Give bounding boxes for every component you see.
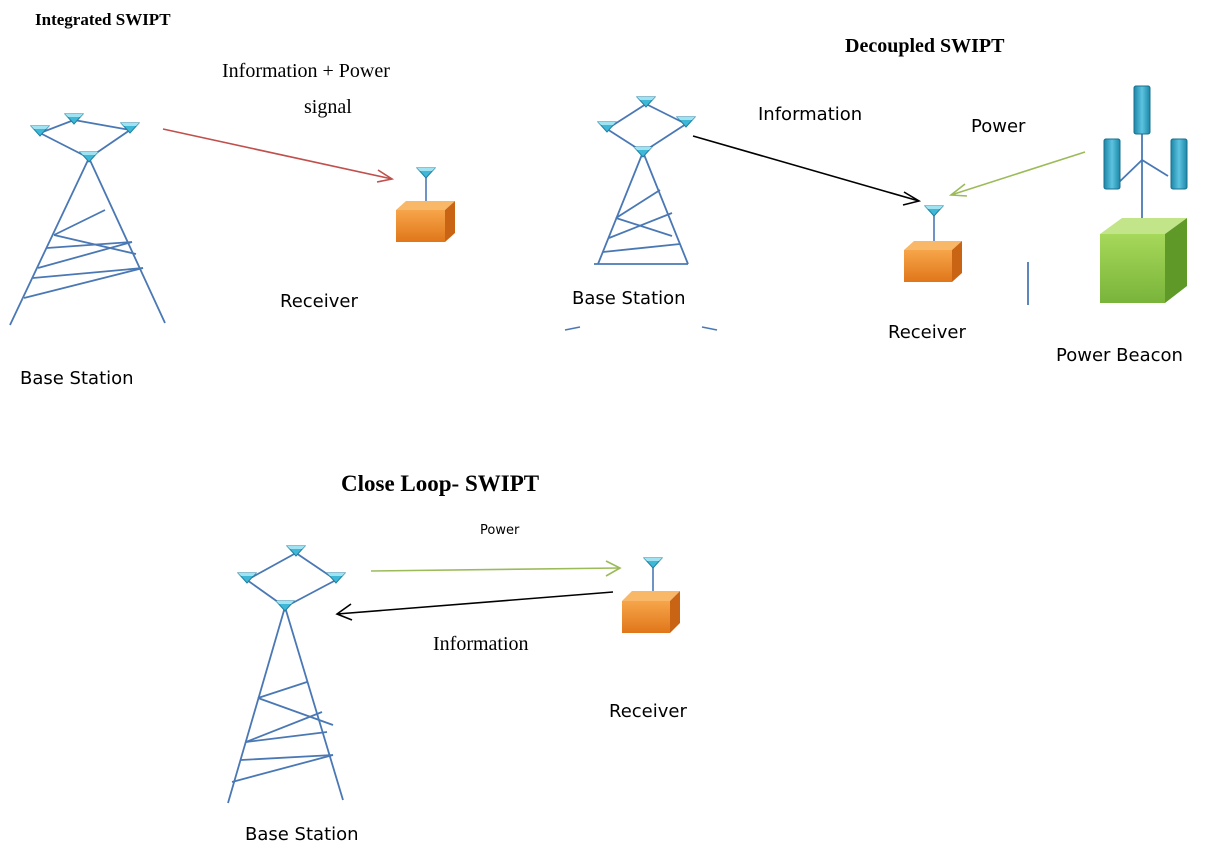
- receiver-box-icon: [904, 205, 962, 282]
- integrated-title: Integrated SWIPT: [35, 10, 171, 29]
- closed-loop-title: Close Loop- SWIPT: [341, 471, 539, 496]
- antenna-icon: [633, 146, 653, 158]
- power-arrow: [370, 560, 622, 577]
- tower-icon: [594, 96, 696, 265]
- information-arrow: [335, 591, 614, 621]
- antenna-icon: [275, 600, 295, 612]
- integrated-signal-label-line1: Information + Power: [222, 60, 390, 82]
- integrated-signal-label-line2: signal: [304, 96, 352, 118]
- integrated-base-station-label: Base Station: [20, 368, 134, 389]
- antenna-icon: [326, 572, 346, 584]
- information-arrow: [692, 135, 922, 206]
- info-power-arrow: [162, 128, 395, 183]
- antenna-icon: [676, 116, 696, 128]
- decoupled-beacon-label: Power Beacon: [1056, 345, 1183, 366]
- antenna-icon: [79, 151, 99, 163]
- power-beacon-icon: [1100, 85, 1188, 303]
- tower-icon: [227, 545, 346, 804]
- decoupled-swipt-panel: Decoupled SWIPT Information Power Base S…: [564, 35, 1188, 366]
- closed-loop-receiver-label: Receiver: [609, 701, 687, 722]
- receiver-box-icon: [396, 167, 455, 242]
- antenna-icon: [597, 121, 617, 133]
- closed-loop-power-label: Power: [480, 523, 520, 538]
- integrated-swipt-panel: Integrated SWIPT Information + Power sig…: [9, 10, 455, 389]
- tower-icon: [9, 113, 166, 326]
- decoupled-power-label: Power: [971, 116, 1026, 137]
- power-arrow: [948, 151, 1086, 197]
- decoupled-base-station-label: Base Station: [572, 288, 686, 309]
- antenna-icon: [636, 96, 656, 108]
- receiver-box-icon: [622, 557, 680, 633]
- decoupled-receiver-label: Receiver: [888, 322, 966, 343]
- decoupled-title: Decoupled SWIPT: [845, 35, 1005, 57]
- integrated-receiver-label: Receiver: [280, 291, 358, 312]
- closed-loop-swipt-panel: Close Loop- SWIPT Power Information: [227, 471, 687, 845]
- antenna-icon: [237, 572, 257, 584]
- closed-loop-base-station-label: Base Station: [245, 824, 359, 845]
- antenna-icon: [286, 545, 306, 557]
- decoupled-information-label: Information: [758, 104, 862, 125]
- closed-loop-information-label: Information: [433, 633, 529, 655]
